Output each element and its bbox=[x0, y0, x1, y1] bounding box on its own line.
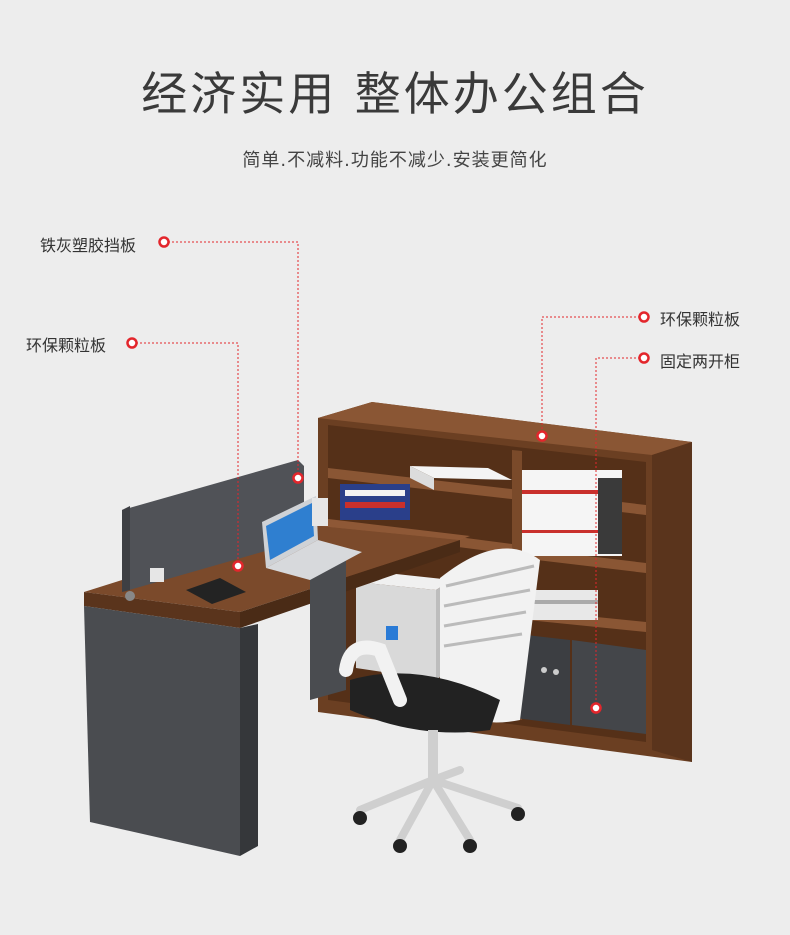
cabinet-door-right bbox=[572, 640, 646, 734]
callout-eco-board-left: 环保颗粒板 bbox=[26, 336, 107, 355]
marker-dot-shelf bbox=[536, 430, 548, 442]
marker-cabinet bbox=[638, 352, 650, 364]
marker-steel-panel bbox=[158, 236, 170, 248]
marker-dot-panel bbox=[292, 472, 304, 484]
marker-eco-board-left bbox=[126, 337, 138, 349]
marker-dot-desk bbox=[232, 560, 244, 572]
callout-leaders bbox=[132, 241, 644, 708]
marker-eco-board-right bbox=[638, 311, 650, 323]
book-row bbox=[522, 470, 622, 556]
page-title: 经济实用 整体办公组合 bbox=[141, 67, 649, 121]
callout-steel-panel: 铁灰塑胶挡板 bbox=[40, 236, 137, 255]
steel-divider-panel bbox=[122, 460, 304, 592]
callout-cabinet: 固定两开柜 bbox=[660, 352, 741, 371]
desk bbox=[84, 460, 470, 856]
callout-markers bbox=[126, 236, 650, 714]
computer-tower bbox=[356, 572, 452, 680]
marker-dot-cabinet bbox=[590, 702, 602, 714]
office-chair bbox=[339, 548, 540, 853]
page-subtitle: 简单.不减料.功能不减少.安装更简化 bbox=[242, 150, 548, 171]
callout-eco-board-right: 环保颗粒板 bbox=[660, 310, 741, 329]
